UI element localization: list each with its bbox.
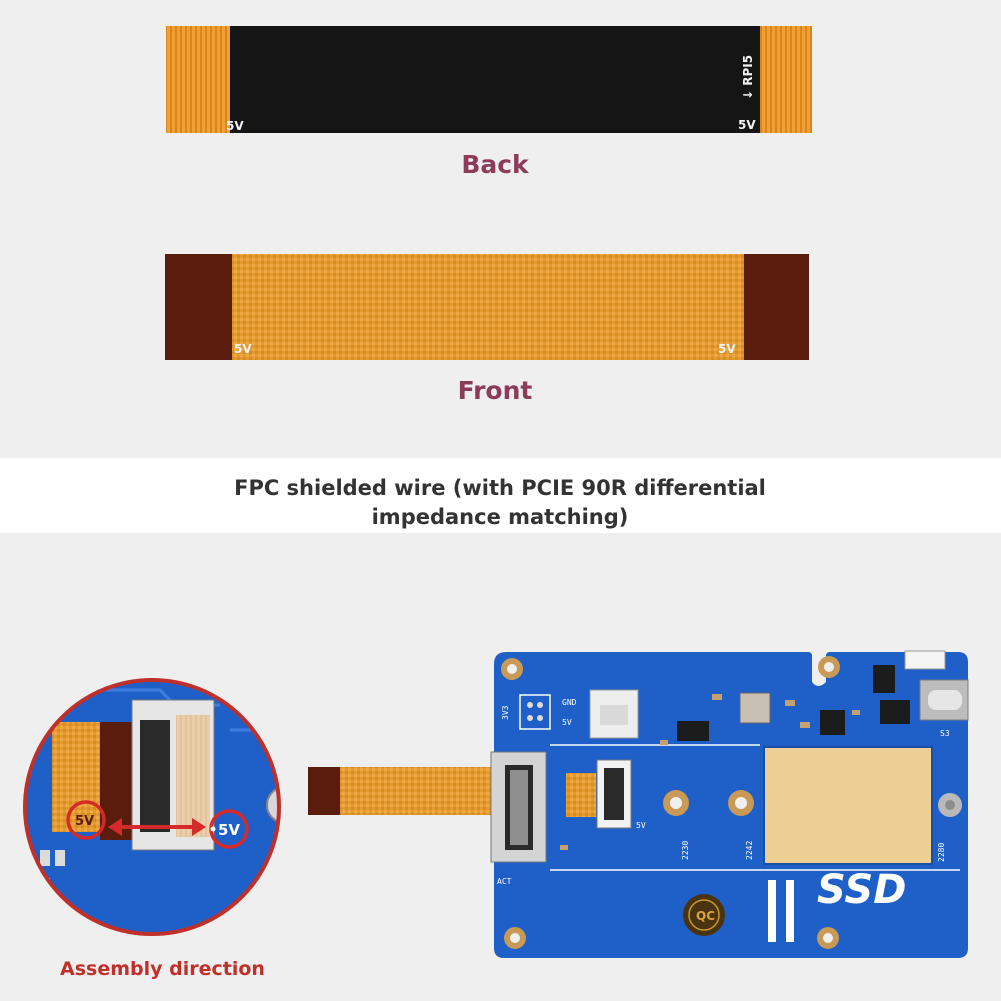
cable-front-left-stiffener — [165, 254, 232, 360]
small-header — [904, 650, 946, 670]
board-cable-stiffener — [308, 767, 340, 815]
cable-front-marking-left: 5V — [234, 342, 252, 356]
chip-4 — [820, 710, 845, 735]
chip-1 — [739, 692, 771, 724]
silk-s3: S3 — [940, 729, 950, 738]
silk-gnd: GND — [562, 698, 577, 707]
silk-2280: 2280 — [937, 843, 946, 862]
board-fpc-inserted — [566, 773, 596, 817]
cable-front: 5V 5V — [165, 254, 809, 360]
cable-back-marking-right: 5V — [738, 118, 756, 132]
silk-3v3: 3V3 — [501, 705, 510, 720]
assembly-direction-label: Assembly direction — [60, 958, 265, 980]
ssd-stripe-2 — [786, 880, 794, 942]
caption-line-1: FPC shielded wire (with PCIE 90R differe… — [234, 476, 766, 500]
caption: FPC shielded wire (with PCIE 90R differe… — [150, 474, 850, 532]
chip-5 — [677, 721, 709, 741]
ssd-stripe-1 — [768, 880, 776, 942]
qc-text: QC — [696, 909, 715, 923]
chip-3 — [880, 700, 910, 724]
caption-line-2: impedance matching) — [371, 505, 629, 529]
front-label: Front — [457, 376, 533, 405]
chip-2 — [873, 665, 895, 693]
zoom-highlight-left — [66, 800, 106, 840]
cable-back-marking-rpi: ↓ RPI5 — [741, 55, 755, 100]
cable-back-right-contacts — [760, 26, 812, 133]
cable-back-body — [230, 26, 760, 133]
pcb-board: SSD QC 3V3 GND 5V ACT 5V 2230 2242 2280 … — [490, 650, 969, 958]
cable-front-body — [232, 254, 744, 360]
zoom-label-right: 5V — [218, 821, 240, 839]
silk-act: ACT — [497, 877, 512, 886]
zoom-label-left: 5V — [75, 814, 94, 829]
zoom-detail: 5V 5V — [23, 678, 281, 936]
cable-back-marking-left: 5V — [226, 119, 244, 133]
cable-front-right-stiffener — [744, 254, 809, 360]
assembly-arrow — [108, 818, 206, 836]
cable-front-marking-right: 5V — [718, 342, 736, 356]
silk-5v: 5V — [562, 718, 572, 727]
board-cable — [308, 767, 500, 815]
zoom-cable-orange — [52, 722, 107, 832]
back-label: Back — [461, 150, 529, 179]
cable-back: 5V 5V ↓ RPI5 — [166, 26, 812, 133]
thermal-pad — [763, 746, 933, 865]
silk-2242: 2242 — [745, 841, 754, 860]
board-cable-body — [340, 767, 500, 815]
silk-5v-b: 5V — [636, 821, 646, 830]
cable-back-left-contacts — [166, 26, 230, 133]
ssd-text: SSD — [817, 867, 906, 913]
silk-2230: 2230 — [681, 841, 690, 860]
